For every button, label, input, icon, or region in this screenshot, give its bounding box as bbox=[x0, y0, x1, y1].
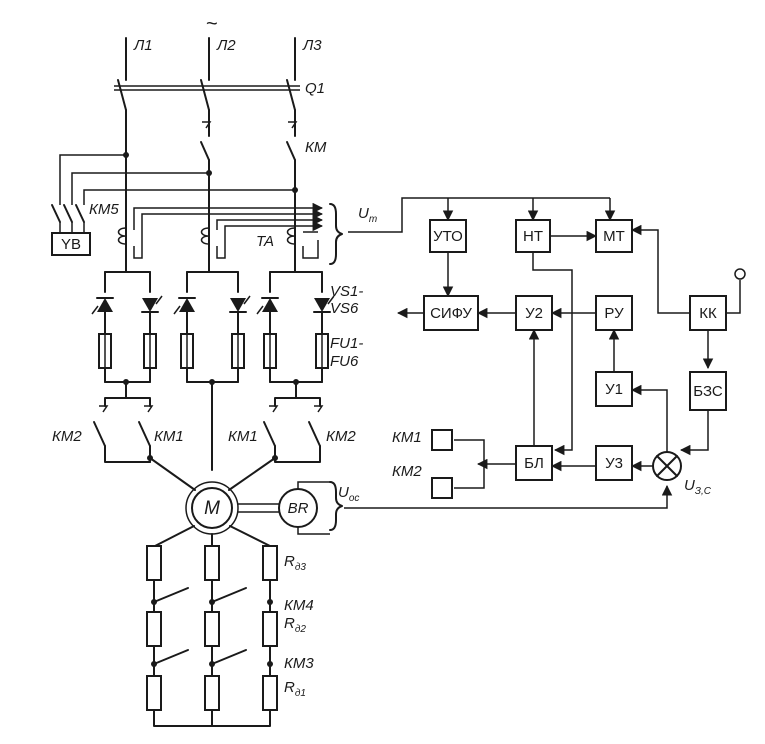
output-km1-label: КМ1 bbox=[392, 429, 422, 446]
reversing-contactors: КМ2 КМ1 КМ1 КМ2 bbox=[52, 381, 356, 491]
q1-contact-l2 bbox=[200, 79, 210, 111]
ta-coil-l3 bbox=[286, 227, 296, 245]
km3-label: КМ3 bbox=[284, 655, 314, 672]
uzc-label: UЗ,С bbox=[684, 477, 712, 497]
km2-right-contact bbox=[308, 421, 321, 447]
q1-contact-l3 bbox=[286, 79, 296, 111]
resistor-rd2-c bbox=[262, 611, 278, 647]
rd3-label: Rд3 bbox=[284, 553, 306, 573]
ta-label: TA bbox=[256, 233, 274, 250]
yb-block bbox=[51, 232, 91, 256]
rd1-label: Rд1 bbox=[284, 679, 306, 699]
km-contact-l2 bbox=[200, 141, 210, 161]
km2-right-label: КМ2 bbox=[326, 428, 356, 445]
motor-label: M bbox=[204, 498, 220, 519]
km3-contact-1 bbox=[153, 649, 189, 665]
block-bzs bbox=[689, 371, 727, 411]
phase-label-l2: Л2 bbox=[216, 37, 236, 54]
ta-coil-l2 bbox=[200, 227, 210, 245]
km5-contact-2 bbox=[63, 204, 73, 223]
vs-label-line2: VS6 bbox=[330, 300, 359, 317]
resistor-rd1-a bbox=[146, 675, 162, 711]
resistor-rd2-a bbox=[146, 611, 162, 647]
rd2-label: Rд2 bbox=[284, 615, 306, 635]
block-nt-label: НТ bbox=[523, 228, 543, 245]
thyristor-vs1 bbox=[91, 297, 114, 315]
block-mt-label: МТ bbox=[603, 228, 625, 245]
resistor-rd1-c bbox=[262, 675, 278, 711]
motor-assembly: M BR Uос bbox=[185, 481, 673, 535]
thyristor-vs4 bbox=[229, 295, 251, 313]
br-label: BR bbox=[288, 500, 309, 517]
uoc-label: Uос bbox=[338, 484, 359, 504]
km5-contact-3 bbox=[75, 204, 85, 223]
setpoint-terminal bbox=[734, 268, 746, 280]
output-km2-label: КМ2 bbox=[392, 463, 422, 480]
resistor-rd2-b bbox=[204, 611, 220, 647]
power-input: Л1 Л2 ~ Л3 Q1 КМ bbox=[114, 13, 327, 273]
fu-label-line2: FU6 bbox=[330, 353, 359, 370]
ut-signal-line bbox=[348, 197, 610, 233]
thyristor-vs2 bbox=[141, 295, 163, 313]
motor-symbol bbox=[191, 487, 233, 529]
ta-coil-l1 bbox=[117, 227, 127, 245]
thyristor-vs5 bbox=[256, 297, 279, 315]
resistor-rd3-b bbox=[204, 545, 220, 581]
star-point bbox=[153, 709, 271, 727]
block-u1 bbox=[595, 371, 633, 407]
km4-contact-1 bbox=[153, 587, 189, 603]
km-label: КМ bbox=[305, 139, 327, 156]
block-u1-label: У1 bbox=[605, 381, 623, 398]
km5-label: КМ5 bbox=[89, 201, 119, 218]
q1-contact-l1 bbox=[117, 79, 127, 111]
km1-left-label: КМ1 bbox=[154, 428, 184, 445]
current-transformers-ta: TA Uт bbox=[117, 197, 610, 265]
vs-label-line1: VS1- bbox=[330, 283, 363, 300]
ac-symbol: ~ bbox=[206, 13, 218, 35]
block-bzs-label: БЗС bbox=[693, 383, 723, 400]
km3-contact-2 bbox=[211, 649, 247, 665]
thyristor-vs3 bbox=[173, 297, 196, 315]
km1-left-contact bbox=[138, 421, 151, 447]
q1-label: Q1 bbox=[305, 80, 325, 97]
ut-label: Uт bbox=[358, 205, 377, 225]
block-sifu-label: СИФУ bbox=[430, 305, 472, 322]
uoc-feedback-line bbox=[344, 484, 673, 509]
phase-label-l1: Л1 bbox=[133, 37, 153, 54]
control-system: УТО НТ МТ СИФУ У2 РУ КК У1 БЗС bbox=[392, 198, 746, 499]
resistor-rd3-a bbox=[146, 545, 162, 581]
km1-right-label: КМ1 bbox=[228, 428, 258, 445]
block-u2-label: У2 bbox=[525, 305, 543, 322]
block-u3-label: У3 bbox=[605, 455, 623, 472]
output-km1-coil bbox=[431, 429, 453, 451]
block-kk-label: КК bbox=[699, 305, 717, 322]
resistor-rd3-c bbox=[262, 545, 278, 581]
km1-right-contact bbox=[263, 421, 276, 447]
km2-left-label: КМ2 bbox=[52, 428, 82, 445]
km4-contact-2 bbox=[211, 587, 247, 603]
output-km2-coil bbox=[431, 477, 453, 499]
block-uto-label: УТО bbox=[433, 228, 463, 245]
uoc-brace bbox=[329, 481, 343, 531]
thyristor-bridge: VS1- VS6 FU1- FU6 bbox=[91, 271, 363, 385]
ta-brace bbox=[329, 203, 343, 265]
block-ru-label: РУ bbox=[604, 305, 624, 322]
km5-yb-group: КМ5 YB bbox=[51, 154, 295, 256]
rotor-resistors: Rд3 КМ4 Rд2 КМ3 Rд1 bbox=[146, 525, 314, 727]
fu-label-line1: FU1- bbox=[330, 335, 363, 352]
yb-label: YB bbox=[61, 236, 81, 253]
phase-label-l3: Л3 bbox=[302, 37, 322, 54]
km-contact-l3 bbox=[286, 141, 296, 161]
block-bl-label: БЛ bbox=[524, 455, 544, 472]
resistor-rd1-b bbox=[204, 675, 220, 711]
km4-label: КМ4 bbox=[284, 597, 314, 614]
km2-left-contact bbox=[93, 421, 106, 447]
block-u2 bbox=[515, 295, 553, 331]
km5-contact-1 bbox=[51, 204, 61, 223]
block-ru bbox=[595, 295, 633, 331]
